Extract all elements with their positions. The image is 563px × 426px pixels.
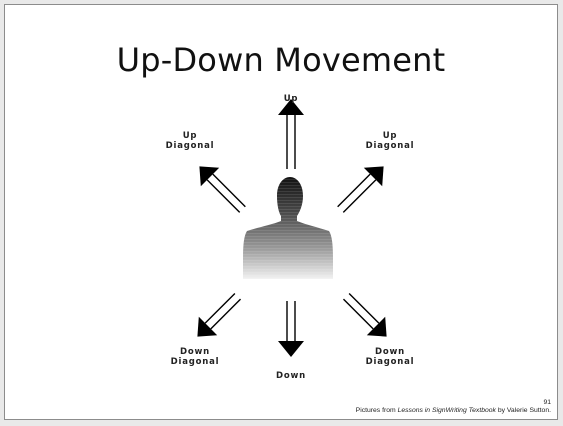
label-down: Down xyxy=(276,371,306,381)
label-down-right-diagonal: Down Diagonal xyxy=(365,347,415,367)
credit-suffix: by Valerie Sutton. xyxy=(495,407,551,414)
person-silhouette-icon xyxy=(243,177,333,279)
label-down-left-diagonal: Down Diagonal xyxy=(170,347,220,367)
down-left-diagonal-arrow-icon xyxy=(197,292,242,337)
slide-title: Up-Down Movement xyxy=(116,41,446,79)
label-up-left-diagonal: Up Diagonal xyxy=(165,131,215,151)
down-right-diagonal-arrow-icon xyxy=(342,292,387,337)
movement-diagram xyxy=(197,99,387,357)
slide-footer: 91 Pictures from Lessons in SignWriting … xyxy=(356,399,551,415)
credit-book-title: Lessons in SignWriting Textbook xyxy=(397,407,496,414)
up-right-diagonal-arrow-icon xyxy=(337,166,384,213)
label-up-right-diagonal: Up Diagonal xyxy=(365,131,415,151)
slide: Up-Down Movement xyxy=(4,4,558,420)
credit-prefix: Pictures from xyxy=(355,407,398,414)
up-arrow-icon xyxy=(278,99,304,169)
label-up: Up xyxy=(283,94,299,104)
up-left-diagonal-arrow-icon xyxy=(199,166,246,213)
down-arrow-icon xyxy=(278,301,304,357)
page-number: 91 xyxy=(543,399,551,406)
